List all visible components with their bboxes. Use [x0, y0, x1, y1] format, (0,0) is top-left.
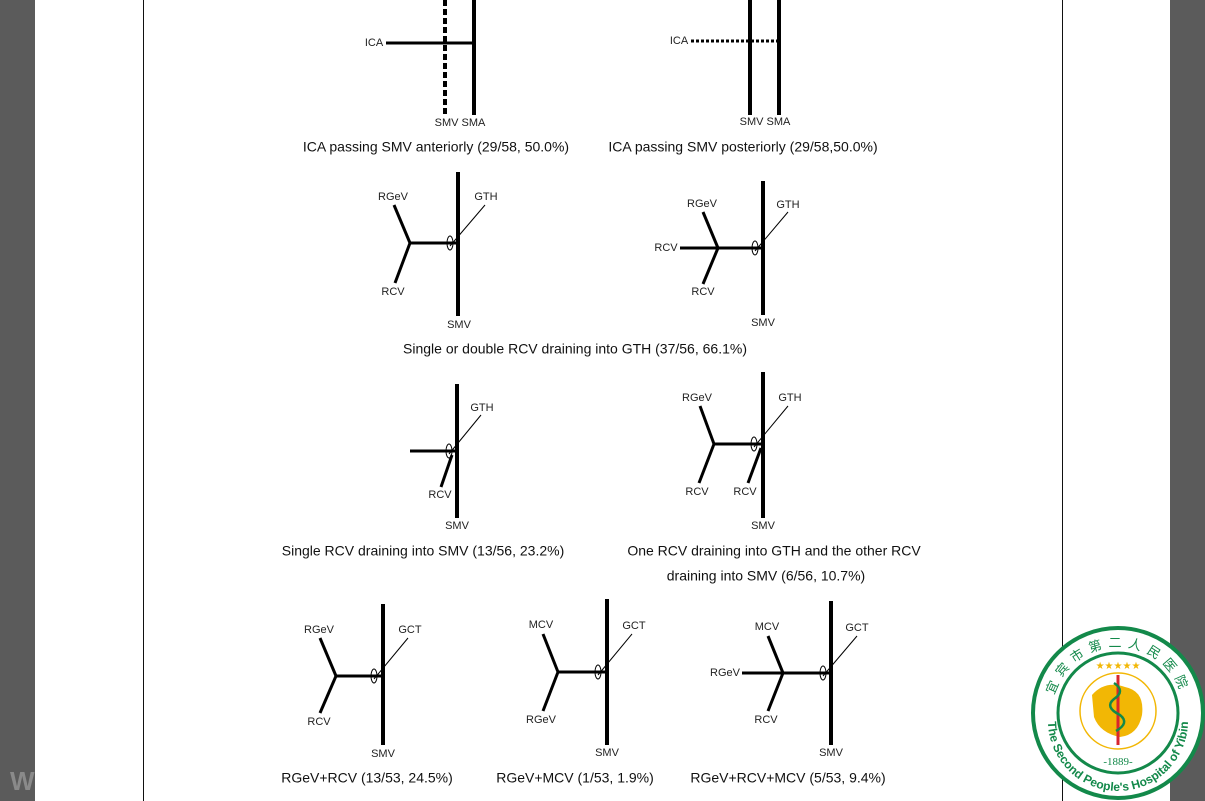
- caption: ICA passing SMV posteriorly (29/58,50.0%…: [608, 139, 877, 155]
- label-rcv: RCV: [428, 489, 452, 501]
- label-gth: GTH: [776, 199, 799, 211]
- label-rgev: RGeV: [378, 191, 409, 203]
- label-top: MCV: [529, 619, 554, 631]
- page-border-right: [1062, 0, 1063, 801]
- panel-rgev-rcv: RGeV RCV GCT SMV RGeV+RCV (13/53, 24.5%): [281, 604, 453, 786]
- label-top: RGeV: [304, 624, 335, 636]
- caption: Single RCV draining into SMV (13/56, 23.…: [282, 543, 564, 559]
- label-bottom: RCV: [754, 714, 778, 726]
- label-gct: GCT: [845, 622, 869, 634]
- panel-single-rcv-gth: RGeV RCV GTH SMV: [378, 172, 498, 331]
- label-rgev: RGeV: [682, 392, 713, 404]
- label-left: RGeV: [710, 667, 741, 679]
- label-bottom: RCV: [307, 716, 331, 728]
- label-rcv: RCV: [691, 286, 715, 298]
- panel-rcv-gth-and-smv: RGeV RCV RCV GTH SMV One RCV draining in…: [627, 372, 921, 584]
- label-rgev: RGeV: [687, 198, 718, 210]
- caption: RGeV+RCV (13/53, 24.5%): [281, 770, 453, 786]
- label-smv: SMV: [371, 748, 396, 760]
- label-gct: GCT: [398, 624, 422, 636]
- panel-ica-posterior: ICA SMV SMA ICA passing SMV posteriorly …: [608, 0, 878, 155]
- panel-double-rcv-gth: RGeV RCV RCV GTH SMV: [654, 181, 800, 329]
- page-border-left: [143, 0, 144, 801]
- watermark: W: [10, 766, 35, 796]
- label-gct: GCT: [622, 620, 646, 632]
- label-smv: SMV: [445, 520, 470, 532]
- label-rcv: RCV: [381, 286, 405, 298]
- caption: ICA passing SMV anteriorly (29/58, 50.0%…: [303, 139, 569, 155]
- label-ica: ICA: [365, 37, 384, 49]
- label-smv: SMV: [751, 317, 776, 329]
- label-gth: GTH: [778, 392, 801, 404]
- label-smv: SMV: [751, 520, 776, 532]
- caption: RGeV+RCV+MCV (5/53, 9.4%): [690, 770, 885, 786]
- label-smv-sma: SMV SMA: [435, 117, 486, 129]
- label-smv: SMV: [447, 319, 472, 331]
- panel-ica-anterior: ICA SMV SMA ICA passing SMV anteriorly (…: [303, 0, 569, 155]
- panel-rgev-mcv: MCV RGeV GCT SMV RGeV+MCV (1/53, 1.9%): [496, 599, 654, 786]
- row2-caption: Single or double RCV draining into GTH (…: [403, 341, 747, 357]
- panel-rcv-smv: RCV GTH SMV Single RCV draining into SMV…: [282, 384, 564, 559]
- label-bottom: RGeV: [526, 714, 557, 726]
- caption: RGeV+MCV (1/53, 1.9%): [496, 770, 654, 786]
- label-smv-sma: SMV SMA: [740, 116, 791, 128]
- label-gth: GTH: [474, 191, 497, 203]
- label-smv: SMV: [819, 747, 844, 759]
- logo-year: -1889-: [1103, 756, 1133, 768]
- label-top: MCV: [755, 621, 780, 633]
- label-smv: SMV: [595, 747, 620, 759]
- document-viewer: [35, 0, 1170, 801]
- label-rcv-left: RCV: [654, 242, 678, 254]
- svg-text:★★★★★: ★★★★★: [1096, 661, 1141, 672]
- label-gth: GTH: [470, 402, 493, 414]
- panel-rgev-rcv-mcv: MCV RGeV RCV GCT SMV RGeV+RCV+MCV (5/53,…: [690, 601, 886, 786]
- caption-line-2: draining into SMV (6/56, 10.7%): [667, 568, 865, 584]
- label-rcv-1: RCV: [685, 486, 709, 498]
- hospital-logo: ★★★★★ -1889- 宜宾市第二人民医院 The Second People…: [1031, 626, 1205, 800]
- caption-line-1: One RCV draining into GTH and the other …: [627, 543, 921, 559]
- label-ica: ICA: [670, 35, 689, 47]
- label-rcv-2: RCV: [733, 486, 757, 498]
